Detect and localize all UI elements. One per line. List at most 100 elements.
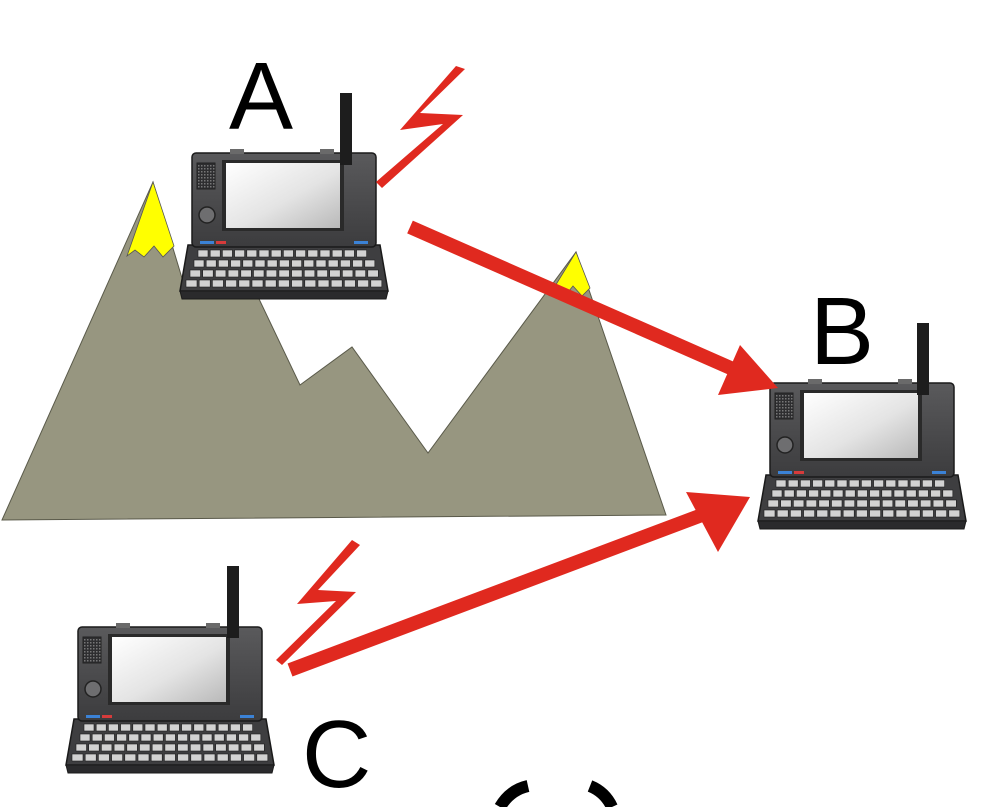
key <box>218 259 229 268</box>
keyboard <box>763 479 961 518</box>
key <box>291 259 302 268</box>
key <box>101 743 113 752</box>
key <box>869 499 881 508</box>
key <box>108 723 119 732</box>
key <box>895 509 908 518</box>
key <box>111 753 123 762</box>
key <box>316 269 328 278</box>
key <box>217 723 229 732</box>
key <box>304 269 316 278</box>
key <box>805 499 817 508</box>
laptop-b <box>757 378 967 530</box>
key <box>932 499 944 508</box>
key <box>242 723 253 732</box>
key <box>197 249 209 258</box>
key <box>800 479 811 488</box>
key <box>869 489 880 498</box>
key <box>234 249 245 258</box>
key <box>344 279 356 288</box>
key <box>330 279 343 288</box>
key <box>767 499 779 508</box>
key <box>905 489 917 498</box>
key <box>367 269 379 278</box>
key <box>824 479 836 488</box>
key <box>126 743 138 752</box>
key <box>152 733 164 742</box>
key <box>922 479 933 488</box>
key <box>763 509 776 518</box>
key <box>776 509 789 518</box>
key <box>279 259 290 268</box>
key <box>189 733 201 742</box>
key <box>165 733 176 742</box>
key <box>881 489 893 498</box>
key <box>882 509 895 518</box>
key <box>317 279 330 288</box>
key <box>803 509 815 518</box>
key <box>212 279 224 288</box>
key <box>132 723 144 732</box>
node-label-b: B <box>810 278 874 385</box>
key <box>291 279 303 288</box>
key <box>243 753 255 762</box>
laptop-c <box>65 622 275 774</box>
key <box>190 753 203 762</box>
key <box>907 499 919 508</box>
key <box>836 479 848 488</box>
key <box>935 509 947 518</box>
key <box>264 279 277 288</box>
key <box>793 499 805 508</box>
key <box>140 733 152 742</box>
key <box>787 479 799 488</box>
key <box>177 733 188 742</box>
key <box>215 269 227 278</box>
key <box>169 723 180 732</box>
key <box>909 479 921 488</box>
key <box>327 259 339 268</box>
key <box>120 723 131 732</box>
key <box>266 259 278 268</box>
key <box>203 753 216 762</box>
key <box>356 249 367 258</box>
key <box>278 269 290 278</box>
key <box>144 723 156 732</box>
key <box>202 743 214 752</box>
key <box>230 753 242 762</box>
key <box>848 479 860 488</box>
antenna-a <box>340 93 352 165</box>
signal-bolt-icon <box>376 66 465 188</box>
key <box>79 733 91 742</box>
key <box>116 733 127 742</box>
key <box>150 753 163 762</box>
key <box>91 733 103 742</box>
key <box>329 269 341 278</box>
key <box>857 489 868 498</box>
key <box>796 489 807 498</box>
key <box>357 279 369 288</box>
arrow-a-to-b <box>407 220 778 395</box>
key <box>124 753 137 762</box>
key <box>808 489 819 498</box>
key <box>83 723 95 732</box>
key <box>164 743 176 752</box>
key <box>251 279 264 288</box>
key <box>780 499 792 508</box>
key <box>304 279 317 288</box>
key <box>198 279 211 288</box>
partial-arc <box>494 780 618 807</box>
key <box>934 479 945 488</box>
key <box>205 259 217 268</box>
key <box>291 269 303 278</box>
key <box>945 499 957 508</box>
key <box>942 489 954 498</box>
key <box>253 269 265 278</box>
key <box>832 489 844 498</box>
key <box>897 479 909 488</box>
key <box>230 723 241 732</box>
key <box>354 269 366 278</box>
key <box>230 259 241 268</box>
signal-bolt-icon <box>276 540 360 665</box>
key <box>256 753 269 762</box>
key <box>278 279 290 288</box>
